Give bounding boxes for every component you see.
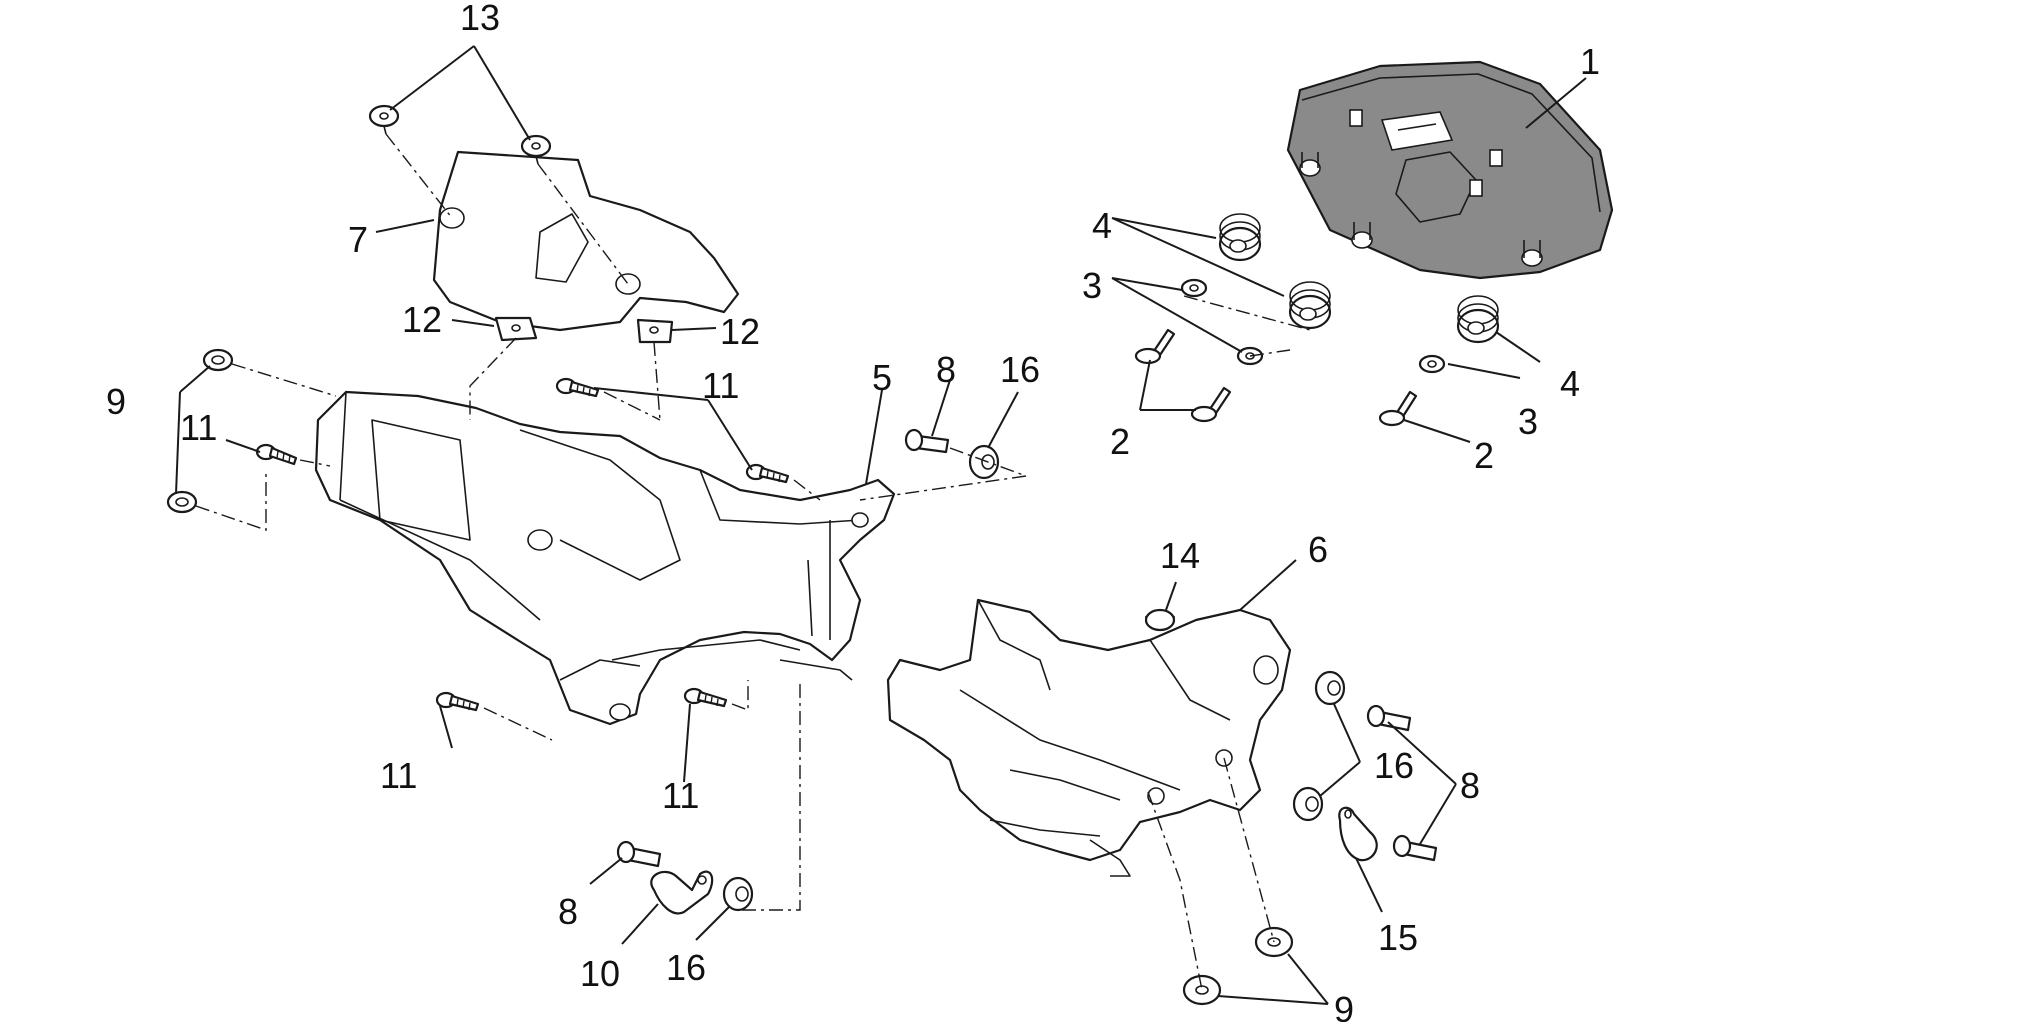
part-12-clip-nut-a	[494, 316, 538, 342]
part-16-spacer-lower	[722, 876, 754, 912]
callout-8-top: 8	[936, 349, 956, 390]
callout-2-right: 2	[1474, 435, 1494, 476]
part-2-screw-a	[1134, 328, 1176, 365]
part-11-screw-a	[255, 443, 298, 466]
part-4-grommet-c	[1456, 295, 1500, 344]
assembly-guide-lines	[195, 133, 1311, 991]
part-9-rubber-washer-upper-left	[202, 348, 234, 372]
callout-12-right: 12	[720, 311, 760, 352]
callout-8-bottom: 8	[558, 891, 578, 932]
part-8-bolt-right-lower	[1392, 834, 1438, 862]
part-13-screw-a	[368, 104, 400, 135]
part-8-bolt-upper	[904, 428, 950, 454]
part-1-instrument-panel	[1286, 60, 1614, 280]
callout-9-bottom: 9	[1334, 989, 1354, 1022]
callout-1: 1	[1580, 41, 1600, 82]
callout-14: 14	[1160, 535, 1200, 576]
part-11-screw-b	[555, 377, 600, 398]
part-3-washer-a	[1180, 278, 1208, 298]
part-5-left-support-bracket	[314, 390, 896, 726]
part-2-screw-c	[1378, 390, 1418, 427]
part-4-grommet-a	[1218, 213, 1262, 262]
callout-8-right: 8	[1460, 765, 1480, 806]
part-11-screw-d	[435, 691, 480, 712]
part-3-washer-c	[1418, 354, 1446, 374]
leader-lines	[175, 45, 1587, 1005]
part-8-bolt-lower-left	[616, 840, 662, 868]
part-12-clip-nut-b	[636, 318, 674, 344]
callout-15: 15	[1378, 917, 1418, 958]
part-2-screw-b	[1190, 386, 1232, 423]
callout-16-bottom: 16	[666, 947, 706, 988]
callout-11-top: 11	[702, 365, 739, 406]
part-11-screw-c	[745, 463, 790, 484]
part-11-screw-e	[683, 687, 728, 708]
part-9-rubber-washer-lower-left	[166, 490, 198, 514]
callout-16-right: 16	[1374, 745, 1414, 786]
part-15-cable-clamp	[1338, 806, 1378, 862]
part-13-screw-b	[520, 134, 552, 165]
part-9-rubber-washer-bottom-b	[1182, 974, 1222, 1006]
callout-3-right: 3	[1518, 401, 1538, 442]
part-7-cover-plate	[432, 150, 740, 332]
callout-numbers: 1 2 2 3 3 4 4 5 6 7 8 8 8 9 9 10 11 11 1…	[106, 0, 1600, 1022]
part-16-spacer-upper	[968, 444, 1000, 480]
callout-4-right: 4	[1560, 363, 1580, 404]
callout-12-left: 12	[402, 299, 442, 340]
part-6-right-support-bracket	[886, 598, 1292, 877]
callout-16-top: 16	[1000, 349, 1040, 390]
callout-11-bottom-left: 11	[380, 755, 417, 796]
part-16-spacer-right-lower	[1292, 786, 1324, 822]
callout-7: 7	[348, 219, 368, 260]
part-8-bolt-right-upper	[1366, 704, 1412, 732]
part-10-cable-clamp	[650, 870, 714, 915]
part-16-spacer-right-upper	[1314, 670, 1346, 706]
callout-13: 13	[460, 0, 500, 38]
part-4-grommet-b	[1288, 281, 1332, 330]
callout-2-left: 2	[1110, 421, 1130, 462]
callout-6: 6	[1308, 529, 1328, 570]
callout-5: 5	[872, 357, 892, 398]
callout-4-left: 4	[1092, 205, 1112, 246]
callout-3-left: 3	[1082, 265, 1102, 306]
callout-11-bottom: 11	[662, 775, 699, 816]
callout-10: 10	[580, 953, 620, 994]
part-14-plug-cap	[1144, 608, 1176, 632]
callout-9-left: 9	[106, 381, 126, 422]
callout-11-left: 11	[180, 407, 217, 448]
